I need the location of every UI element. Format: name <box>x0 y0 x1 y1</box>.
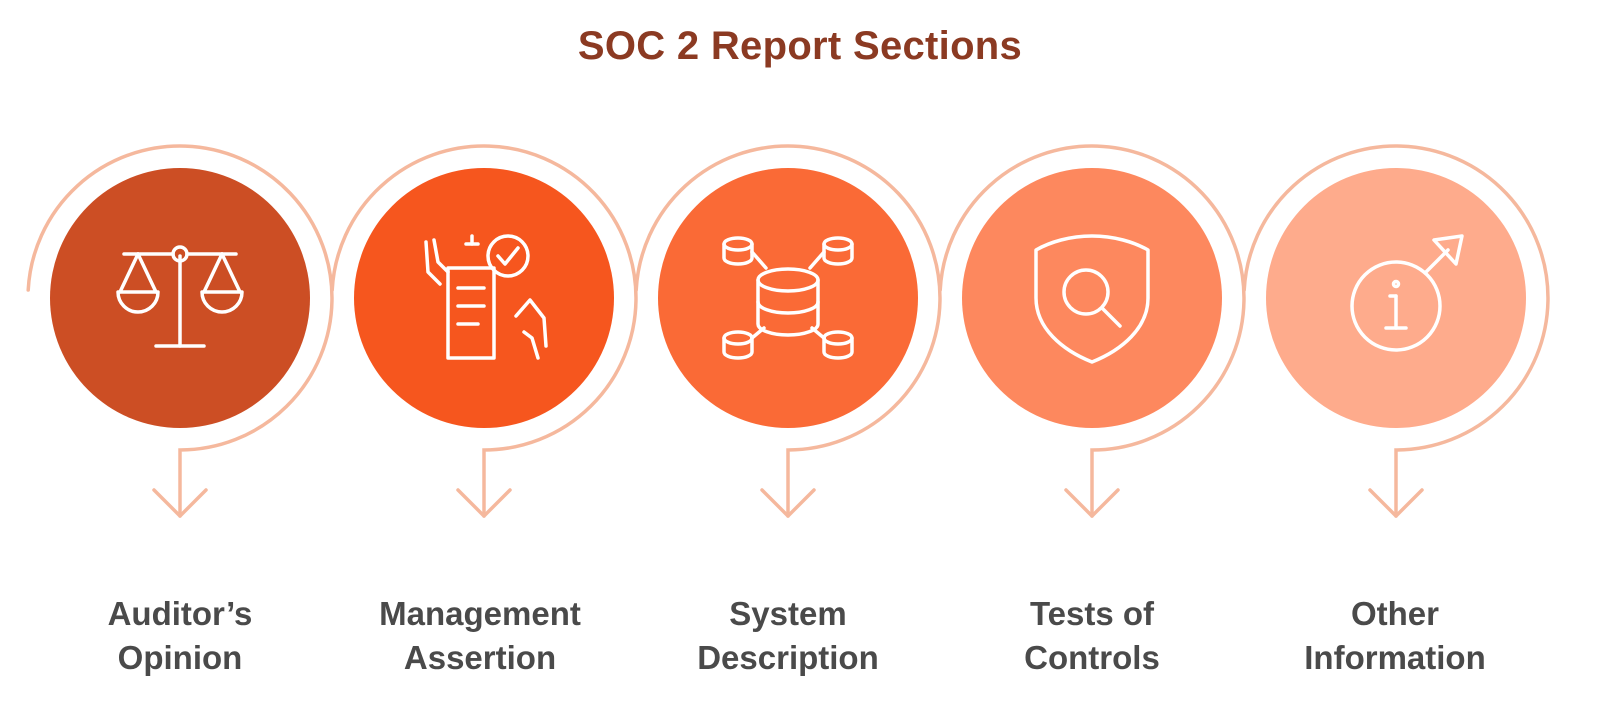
section-circle <box>962 168 1222 428</box>
flow-ring <box>26 144 334 518</box>
database-network-icon <box>722 236 854 360</box>
circles-layer <box>50 168 1526 428</box>
page-title: SOC 2 Report Sections <box>577 24 1023 68</box>
flow-ring <box>1242 144 1550 518</box>
section-label-line1: Auditor’s <box>107 595 253 632</box>
down-arrow-icon <box>1064 488 1120 518</box>
section-label-line2: Information <box>1304 639 1486 676</box>
down-arrow-icon <box>456 488 512 518</box>
shield-search-icon <box>1034 234 1150 364</box>
info-arrow-icon <box>1350 234 1464 352</box>
down-arrow-icon <box>1368 488 1424 518</box>
down-arrow-icon <box>760 488 816 518</box>
down-arrow-icon <box>152 488 208 518</box>
section-label-management-assertion: Management Assertion <box>330 592 630 680</box>
scales-icon <box>116 245 244 348</box>
section-label-line1: Tests of <box>1029 595 1155 632</box>
section-circle <box>658 168 918 428</box>
section-label-line1: System <box>729 595 847 632</box>
rings-layer <box>26 144 1550 518</box>
section-circle <box>354 168 614 428</box>
section-label-line2: Description <box>697 639 879 676</box>
section-label-line2: Opinion <box>117 639 243 676</box>
section-label-line1: Management <box>379 595 581 632</box>
section-label-other-information: Other Information <box>1245 592 1545 680</box>
document-approval-icon <box>424 234 548 360</box>
flow-ring <box>634 144 942 518</box>
section-label-line2: Assertion <box>403 639 557 676</box>
section-label-line2: Controls <box>1024 639 1160 676</box>
section-label-system-description: System Description <box>638 592 938 680</box>
section-label-tests-of-controls: Tests of Controls <box>942 592 1242 680</box>
section-label-auditors-opinion: Auditor’s Opinion <box>30 592 330 680</box>
section-label-line1: Other <box>1350 595 1439 632</box>
flow-ring <box>330 144 638 518</box>
flow-ring <box>938 144 1246 518</box>
